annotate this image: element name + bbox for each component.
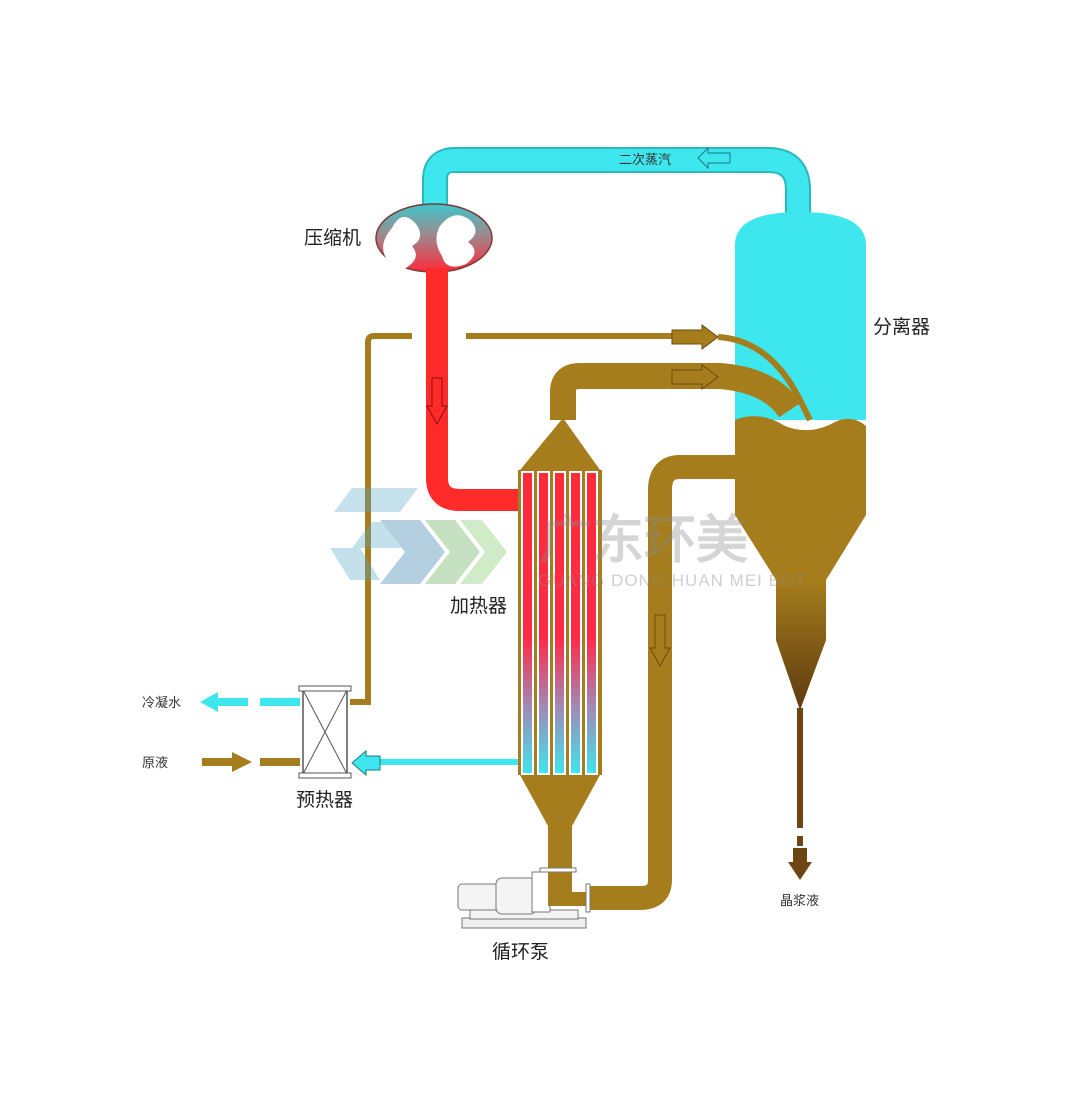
label-compressor: 压缩机 [304,227,361,249]
label-crystal-slurry: 晶浆液 [780,894,819,909]
slurry-discharge [788,708,812,880]
compressor [375,203,493,273]
feed-pipe [350,333,412,705]
label-raw-liquid: 原液 [142,756,168,771]
hot-steam-arrow [426,377,448,426]
raw-liquid-in-arrow [202,752,300,772]
label-secondary-steam: 二次蒸汽 [619,152,671,168]
preheater [298,685,352,779]
company-watermark: 广东环美 GUANG DONG HUAN MEI BOT [330,488,807,590]
heater-tubes [521,471,598,775]
circulation-pump [457,867,591,929]
steam-flow-arrow [697,146,731,170]
condensate-out-arrow [200,692,300,712]
separator [735,212,866,710]
downcomer-arrow [649,614,671,668]
label-preheater: 预热器 [296,789,353,811]
downcomer-pipe [590,455,735,910]
label-separator: 分离器 [873,316,930,338]
heater-outlet-pipe [550,363,801,420]
label-condensate: 冷凝水 [142,695,181,711]
watermark-company-en: GUANG DONG HUAN MEI BOT [538,571,807,590]
company-logo-icon [330,488,507,584]
heater [518,418,602,868]
label-heater: 加热器 [450,595,507,617]
watermark-company: 广东环美 [540,511,748,571]
hot-steam-pipe [426,268,520,511]
label-circulation-pump: 循环泵 [492,941,549,963]
